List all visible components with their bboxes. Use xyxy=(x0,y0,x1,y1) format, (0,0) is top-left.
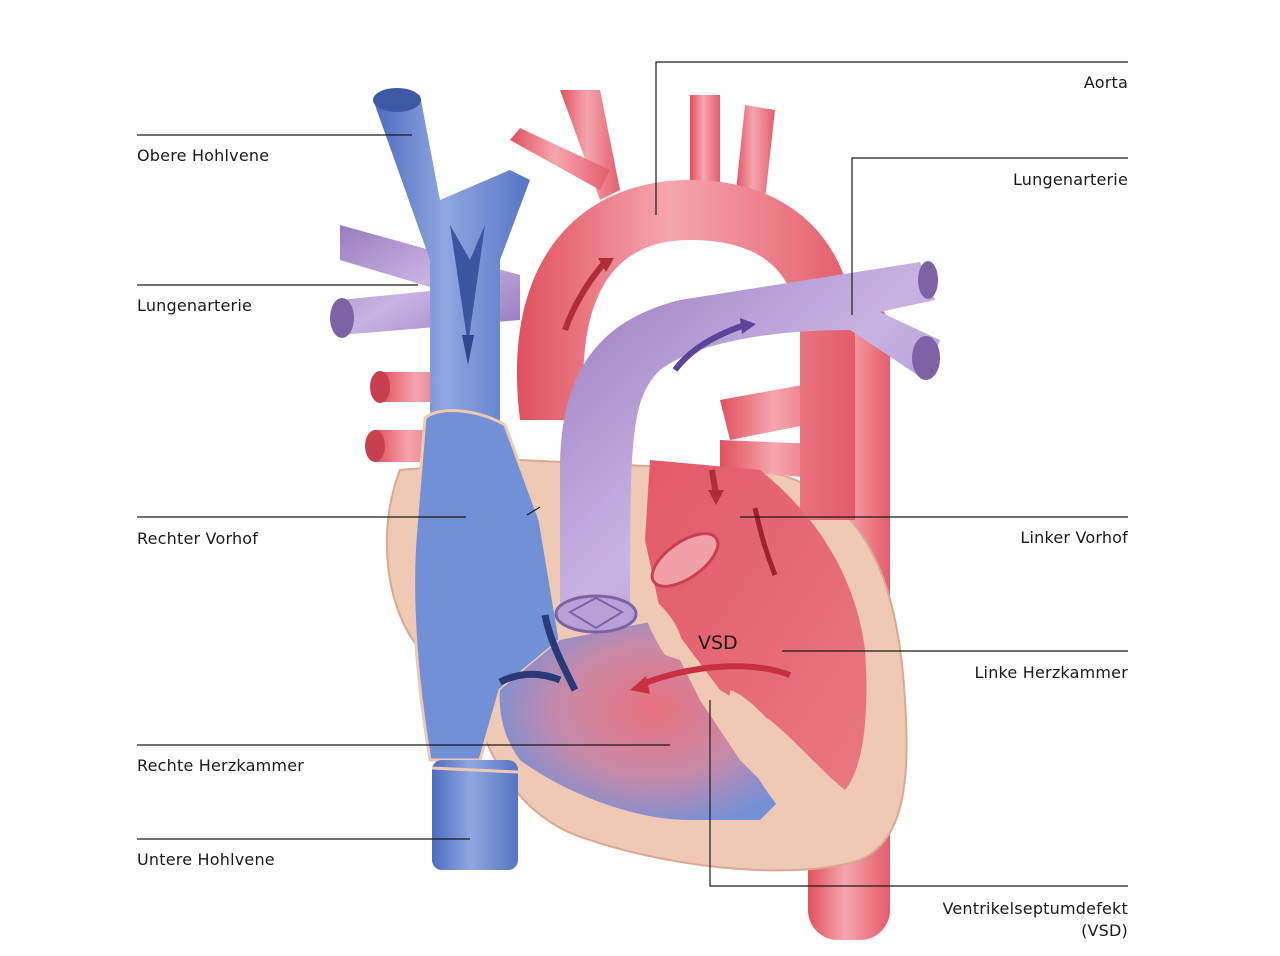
label-ventrikelseptumdefekt: Ventrikelseptumdefekt (VSD) xyxy=(942,899,1128,940)
label-lungenarterie-right: Lungenarterie xyxy=(1012,170,1128,189)
flow-arrows xyxy=(498,258,792,694)
label-obere-hohlvene: Obere Hohlvene xyxy=(137,146,270,165)
leader-aorta xyxy=(655,61,1128,215)
superior-vena-cava xyxy=(373,88,530,430)
aortic-valve xyxy=(650,532,720,588)
leader-lines xyxy=(137,61,1128,887)
label-rechter-vorhof: Rechter Vorhof xyxy=(137,529,259,548)
vsd-marker-text: VSD xyxy=(698,632,738,654)
label-untere-hohlvene: Untere Hohlvene xyxy=(137,850,275,869)
leader-septum-tick xyxy=(526,506,541,516)
label-rechte-herzkammer: Rechte Herzkammer xyxy=(137,756,305,775)
right-atrium xyxy=(412,409,562,762)
septum-upper xyxy=(640,595,683,660)
pulmonary-trunk xyxy=(554,261,940,634)
label-aorta: Aorta xyxy=(1083,73,1128,92)
ventricular-septum xyxy=(728,690,820,820)
leader-vsd xyxy=(709,700,1128,887)
leader-lungenarterie-right xyxy=(851,157,1128,315)
label-linke-herzkammer: Linke Herzkammer xyxy=(974,663,1128,682)
label-lungenarterie-left: Lungenarterie xyxy=(137,296,253,315)
label-linker-vorhof: Linker Vorhof xyxy=(1020,528,1128,547)
inferior-vena-cava xyxy=(431,760,519,870)
